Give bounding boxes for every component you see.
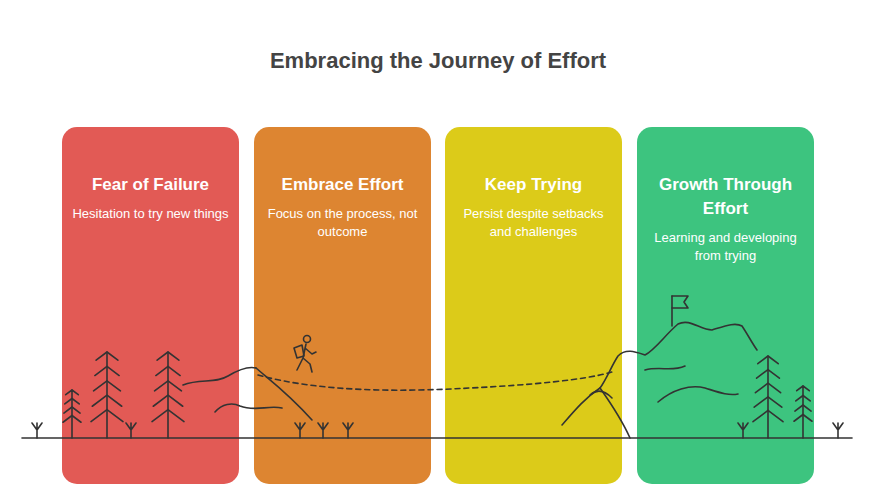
stage-card: Keep TryingPersist despite setbacks and … [445, 127, 622, 484]
card-heading: Embrace Effort [264, 173, 421, 197]
card-description: Hesitation to try new things [72, 205, 229, 223]
card-description: Persist despite setbacks and challenges [455, 205, 612, 241]
card-heading: Fear of Failure [72, 173, 229, 197]
grass-tuft [32, 423, 42, 438]
card-heading: Growth Through Effort [647, 173, 804, 221]
grass-tuft [833, 423, 843, 438]
diagram-title: Embracing the Journey of Effort [0, 48, 876, 74]
stage-card: Embrace EffortFocus on the process, not … [254, 127, 431, 484]
stage-card: Fear of FailureHesitation to try new thi… [62, 127, 239, 484]
stage-card: Growth Through EffortLearning and develo… [637, 127, 814, 484]
card-heading: Keep Trying [455, 173, 612, 197]
card-description: Focus on the process, not outcome [264, 205, 421, 241]
card-description: Learning and developing from trying [647, 229, 804, 265]
